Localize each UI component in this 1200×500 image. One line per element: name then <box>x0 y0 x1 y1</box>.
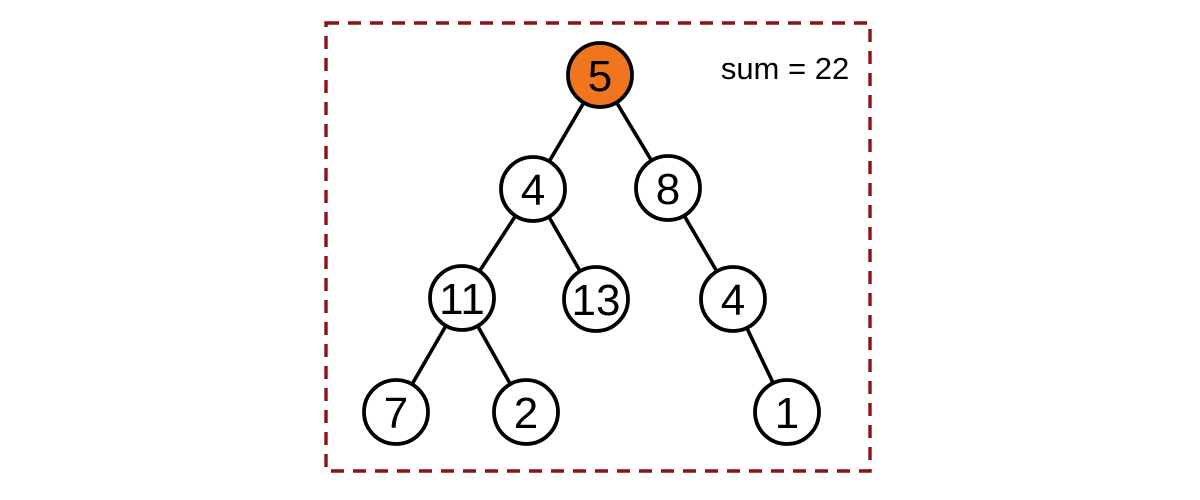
tree-node: 2 <box>492 378 560 446</box>
tree-node: 13 <box>562 265 630 333</box>
tree-node: 4 <box>699 265 767 333</box>
tree-node: 11 <box>428 264 496 332</box>
tree-node-value: 7 <box>384 389 408 438</box>
tree-node-value: 4 <box>521 166 545 215</box>
tree-node-circle <box>428 264 496 332</box>
tree-node-value: 13 <box>572 276 621 325</box>
tree-node-highlighted: 5 <box>566 41 634 109</box>
tree-node-value: 8 <box>656 165 680 214</box>
dashed-border <box>324 21 872 473</box>
tree-node-circle <box>753 378 821 446</box>
tree-node-circle <box>562 265 630 333</box>
tree-node-value: 5 <box>588 52 612 101</box>
tree-node-circle <box>362 378 430 446</box>
tree-node-value: 11 <box>439 275 485 324</box>
tree-node-circle <box>492 378 560 446</box>
tree-node-circle <box>634 154 702 222</box>
tree-node: 7 <box>362 378 430 446</box>
tree-node-value: 1 <box>775 389 799 438</box>
tree-node: 4 <box>499 155 567 223</box>
tree-node-circle <box>499 155 567 223</box>
tree-node-circle <box>566 41 634 109</box>
tree-node-value: 2 <box>514 389 538 438</box>
tree-node: 8 <box>634 154 702 222</box>
tree-node-value: 4 <box>721 276 745 325</box>
sum-annotation: sum = 22 <box>720 51 850 86</box>
tree-node: 1 <box>753 378 821 446</box>
tree-node-circle <box>699 265 767 333</box>
